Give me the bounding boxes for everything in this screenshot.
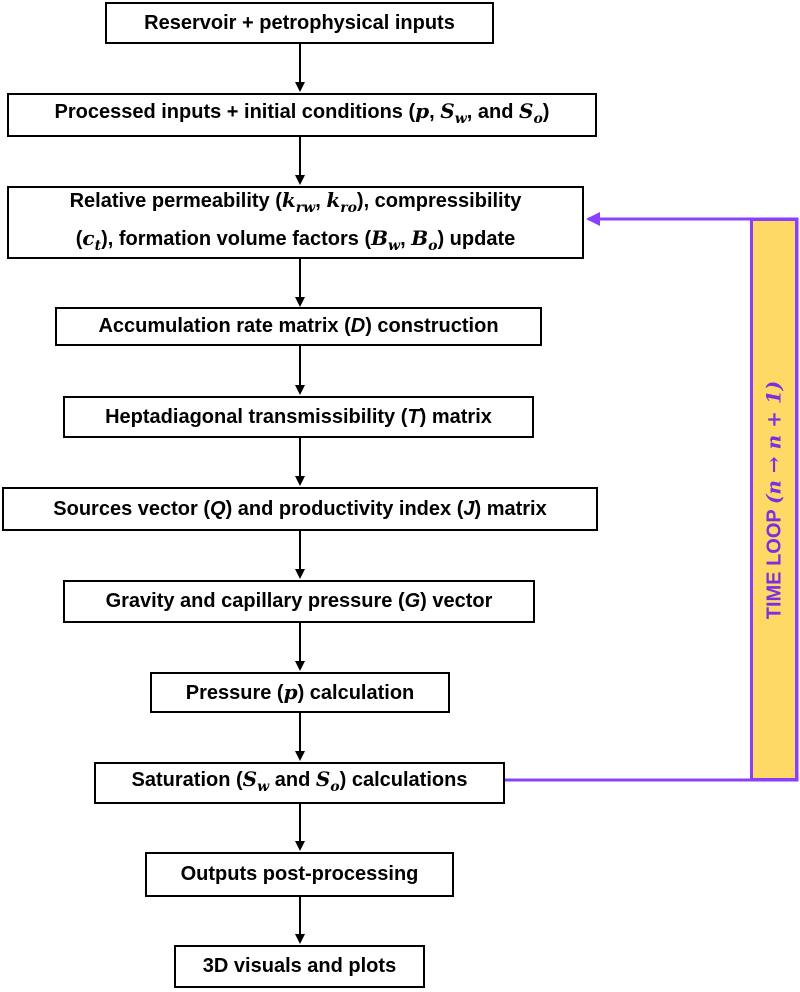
step-reservoir-inputs-label: Reservoir + petrophysical inputs bbox=[144, 11, 455, 34]
step-pressure-calculation-label: Pressure (p) calculation bbox=[185, 679, 415, 704]
step-saturation-calculations: Saturation (Sw and So) calculations bbox=[94, 762, 505, 804]
step-processed-inputs-label: Processed inputs + initial conditions (p… bbox=[54, 98, 550, 127]
time-loop-text: TIME LOOP bbox=[763, 504, 786, 620]
step-sources-vector-label: Sources vector (Q) and productivity inde… bbox=[53, 497, 547, 520]
step-relative-permeability-label: Relative permeability (krw, kro), compre… bbox=[69, 187, 522, 254]
step-transmissibility-matrix: Heptadiagonal transmissibility (T) matri… bbox=[63, 396, 534, 438]
step-3d-visuals-plots: 3D visuals and plots bbox=[174, 945, 425, 988]
time-loop-line bbox=[505, 212, 799, 782]
step-gravity-capillary-vector: Gravity and capillary pressure (G) vecto… bbox=[63, 580, 535, 623]
step-3d-visuals-plots-label: 3D visuals and plots bbox=[202, 955, 397, 977]
step-gravity-capillary-label: Gravity and capillary pressure (G) vecto… bbox=[105, 590, 493, 612]
step-accumulation-matrix-label: Accumulation rate matrix (D) constructio… bbox=[98, 315, 499, 337]
step-outputs-post-processing: Outputs post-processing bbox=[145, 852, 454, 897]
time-loop-label: TIME LOOP (n → n + 1) bbox=[762, 381, 787, 620]
time-loop-math: (n → n + 1) bbox=[761, 380, 786, 505]
step-outputs-post-processing-label: Outputs post-processing bbox=[180, 863, 419, 885]
step-transmissibility-matrix-label: Heptadiagonal transmissibility (T) matri… bbox=[105, 405, 492, 428]
step-processed-inputs: Processed inputs + initial conditions (p… bbox=[7, 93, 597, 137]
step-relative-permeability-update: Relative permeability (krw, kro), compre… bbox=[7, 186, 584, 259]
step-saturation-calculations-label: Saturation (Sw and So) calculations bbox=[131, 766, 468, 795]
step-accumulation-matrix: Accumulation rate matrix (D) constructio… bbox=[55, 307, 542, 346]
step-pressure-calculation: Pressure (p) calculation bbox=[150, 672, 450, 713]
step-sources-vector: Sources vector (Q) and productivity inde… bbox=[2, 487, 598, 531]
step-reservoir-inputs: Reservoir + petrophysical inputs bbox=[105, 2, 494, 44]
